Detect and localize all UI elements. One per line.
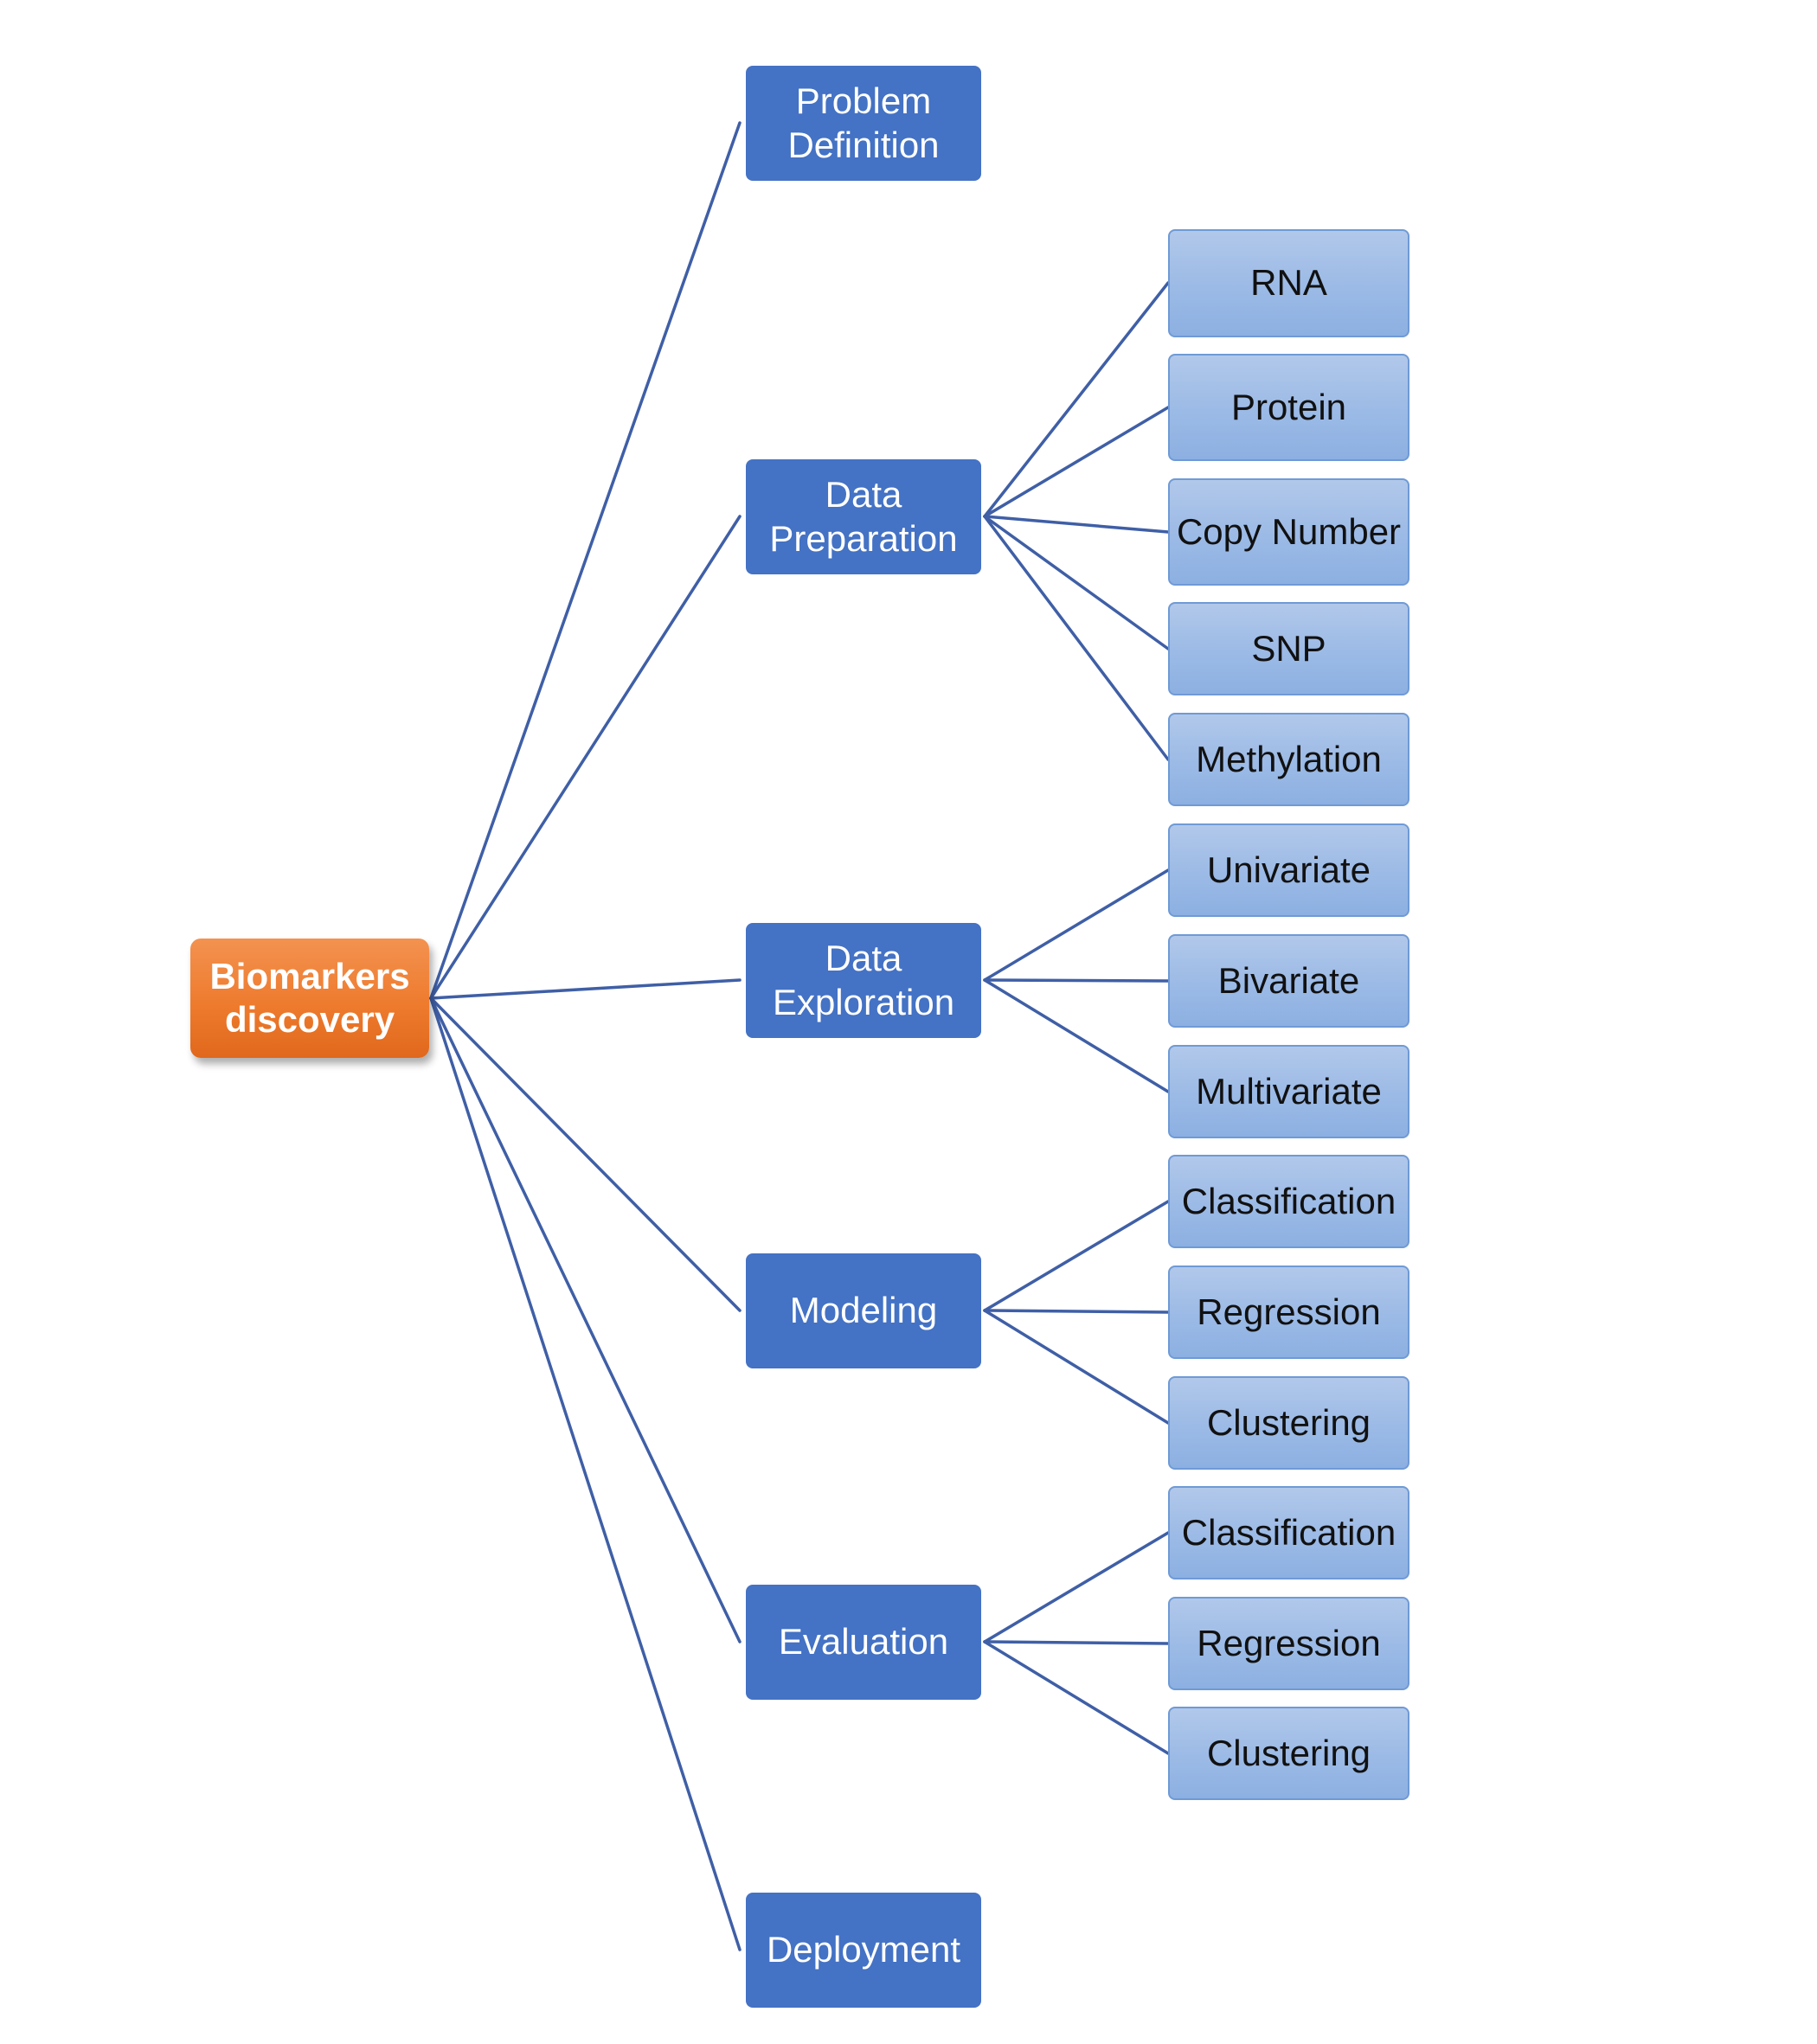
leaf-label: Classification: [1181, 1180, 1396, 1221]
stage-label: Problem Definition: [787, 80, 940, 165]
leaf-node-snp: SNP: [1168, 602, 1409, 695]
leaf-label: Clustering: [1206, 1401, 1371, 1443]
stage-label: Data Exploration: [772, 938, 955, 1022]
leaf-label: Protein: [1230, 386, 1347, 427]
connector-stage-2-to-leaf-1: [983, 978, 1170, 983]
connector-stage-4-to-leaf-1: [983, 1640, 1170, 1645]
connector-root-to-stage-1: [429, 515, 742, 1000]
leaf-label: Bivariate: [1217, 959, 1360, 1001]
connector-stage-3-to-leaf-1: [983, 1309, 1170, 1314]
leaf-node-modeling-regression: Regression: [1168, 1265, 1409, 1359]
stage-node-deployment: Deployment: [746, 1893, 981, 2008]
connector-root-to-stage-0: [429, 121, 742, 1000]
leaf-node-protein: Protein: [1168, 354, 1409, 461]
leaf-label: Multivariate: [1196, 1070, 1382, 1112]
stage-node-data-exploration: Data Exploration: [746, 923, 981, 1038]
stage-node-problem-definition: Problem Definition: [746, 66, 981, 181]
connector-stage-1-to-leaf-1: [983, 406, 1170, 518]
leaf-label: Regression: [1197, 1622, 1381, 1663]
leaf-node-univariate: Univariate: [1168, 823, 1409, 917]
connector-stage-4-to-leaf-0: [983, 1531, 1170, 1644]
connector-stage-4-to-leaf-2: [983, 1640, 1170, 1755]
connector-stage-1-to-leaf-2: [983, 515, 1170, 534]
root-node-label: Biomarkers discovery: [209, 955, 410, 1040]
leaf-node-evaluation-classification: Classification: [1168, 1486, 1409, 1579]
leaf-label: Copy Number: [1176, 510, 1402, 552]
connector-root-to-stage-3: [429, 996, 742, 1312]
connector-stage-1-to-leaf-3: [983, 515, 1170, 650]
leaf-node-modeling-classification: Classification: [1168, 1155, 1409, 1248]
stage-node-evaluation: Evaluation: [746, 1585, 981, 1700]
leaf-label: SNP: [1251, 627, 1326, 669]
leaf-label: Methylation: [1196, 738, 1382, 779]
connector-stage-1-to-leaf-4: [983, 515, 1170, 761]
leaf-node-copy-number: Copy Number: [1168, 478, 1409, 586]
stage-label: Evaluation: [778, 1621, 949, 1663]
connector-stage-2-to-leaf-2: [983, 978, 1170, 1093]
leaf-node-methylation: Methylation: [1168, 713, 1409, 806]
leaf-label: Classification: [1181, 1511, 1396, 1553]
connector-stage-3-to-leaf-0: [983, 1200, 1170, 1312]
connector-stage-1-to-leaf-0: [983, 281, 1170, 518]
leaf-label: Univariate: [1206, 849, 1371, 890]
connector-stage-3-to-leaf-2: [983, 1309, 1170, 1425]
root-node-biomarkers-discovery: Biomarkers discovery: [190, 939, 429, 1058]
connector-root-to-stage-5: [429, 996, 742, 1951]
leaf-label: Regression: [1197, 1291, 1381, 1332]
stage-label: Deployment: [766, 1929, 961, 1970]
leaf-node-bivariate: Bivariate: [1168, 934, 1409, 1028]
connector-root-to-stage-2: [429, 978, 742, 1000]
stage-label: Data Preparation: [769, 474, 958, 559]
stage-node-data-preparation: Data Preparation: [746, 459, 981, 574]
stage-node-modeling: Modeling: [746, 1253, 981, 1368]
leaf-label: Clustering: [1206, 1732, 1371, 1773]
leaf-node-evaluation-clustering: Clustering: [1168, 1707, 1409, 1800]
leaf-node-rna: RNA: [1168, 229, 1409, 337]
connector-stage-2-to-leaf-0: [983, 868, 1170, 982]
leaf-label: RNA: [1250, 262, 1327, 304]
leaf-node-multivariate: Multivariate: [1168, 1045, 1409, 1138]
leaf-node-modeling-clustering: Clustering: [1168, 1376, 1409, 1470]
leaf-node-evaluation-regression: Regression: [1168, 1597, 1409, 1690]
connector-root-to-stage-4: [429, 996, 742, 1644]
stage-label: Modeling: [789, 1290, 938, 1331]
